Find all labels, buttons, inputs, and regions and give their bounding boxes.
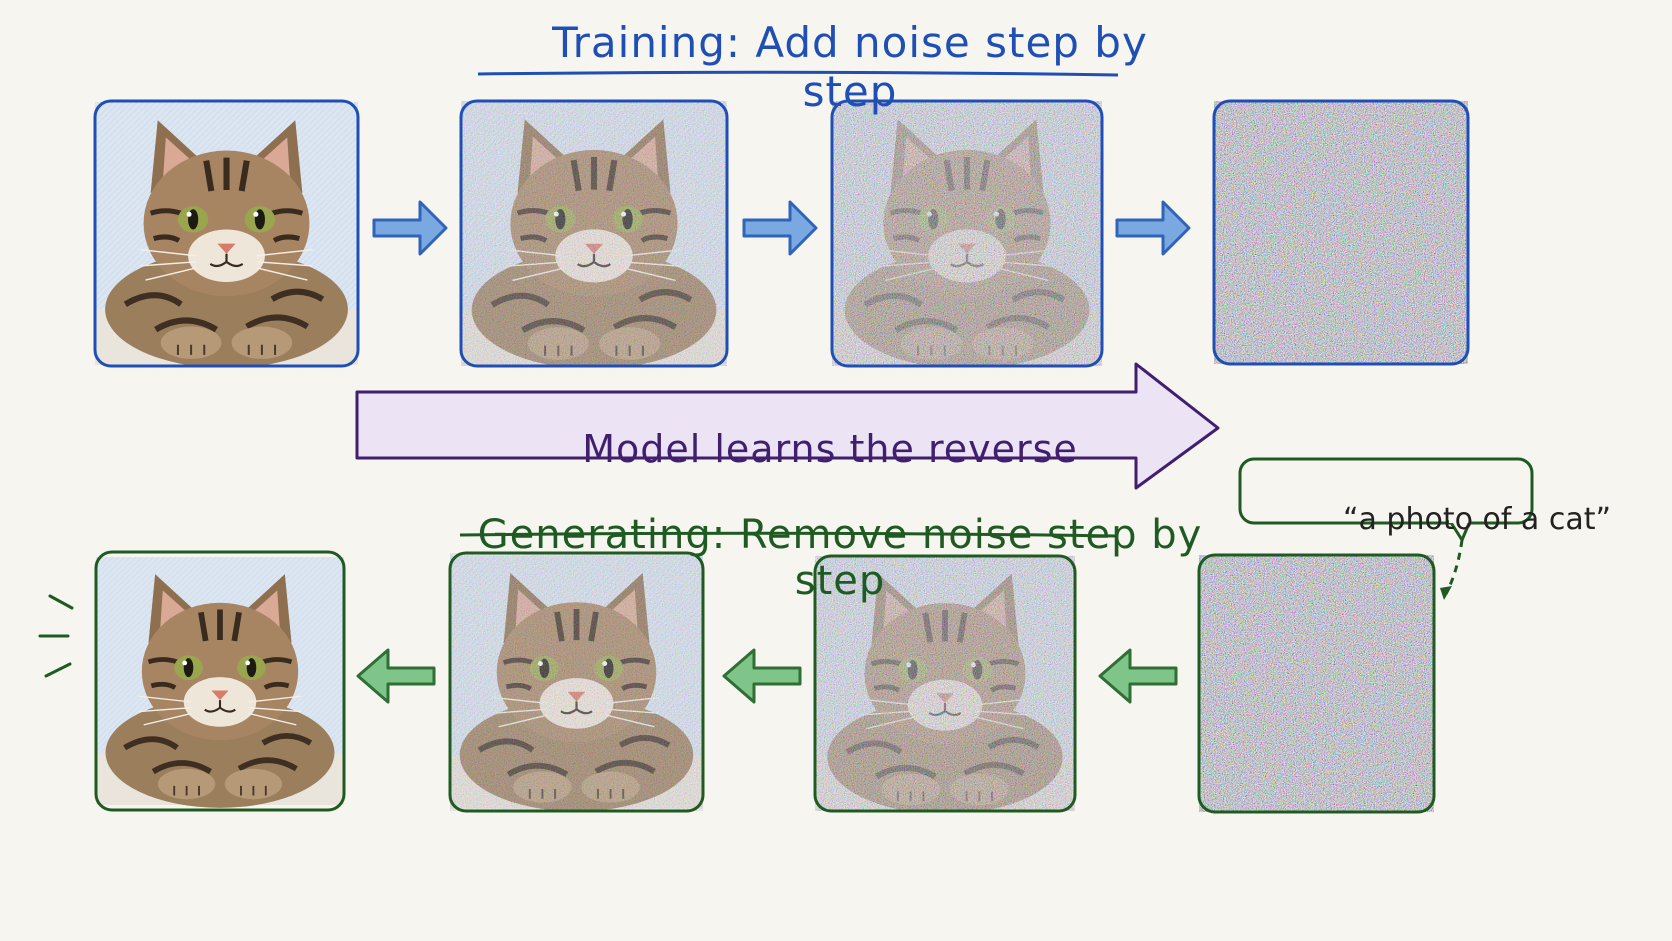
training-arrow-3: [1115, 200, 1191, 256]
training-arrow-2: [742, 200, 818, 256]
training-frame-2: [459, 99, 729, 368]
generating-frame-3: [448, 551, 705, 813]
training-frame-4: [1212, 99, 1470, 366]
reverse-banner-arrow: [355, 362, 1220, 490]
generating-frame-2: [813, 554, 1077, 813]
training-title: Training: Add noise step by step: [552, 18, 1148, 116]
training-frame-3: [830, 99, 1104, 368]
training-frame-2-noise: [461, 101, 727, 366]
prompt-dashed-arrow: [1444, 539, 1464, 595]
generating-frame-2-noise: [815, 556, 1075, 811]
generating-frame-3-noise: [450, 553, 703, 811]
generating-frame-1-noise: [1199, 555, 1434, 812]
generating-title: Generating: Remove noise step by step: [477, 512, 1203, 604]
prompt-bubble: [1238, 457, 1534, 600]
generating-arrow-2: [722, 648, 802, 704]
prompt-text: “a photo of a cat”: [1342, 502, 1612, 537]
training-frame-1: [93, 99, 360, 368]
sparkle-lines: [38, 594, 74, 678]
reverse-banner-label: Model learns the reverse: [582, 427, 1078, 471]
training-frame-3-noise: [832, 101, 1102, 366]
training-arrow-1: [372, 200, 448, 256]
generating-arrow-1: [1098, 648, 1178, 704]
training-frame-4-noise: [1214, 101, 1468, 364]
generating-frame-4: [94, 550, 346, 812]
generating-arrow-3: [356, 648, 436, 704]
generating-title-underline: [459, 531, 1117, 538]
training-title-underline: [477, 70, 1119, 77]
generating-frame-1: [1197, 553, 1436, 814]
